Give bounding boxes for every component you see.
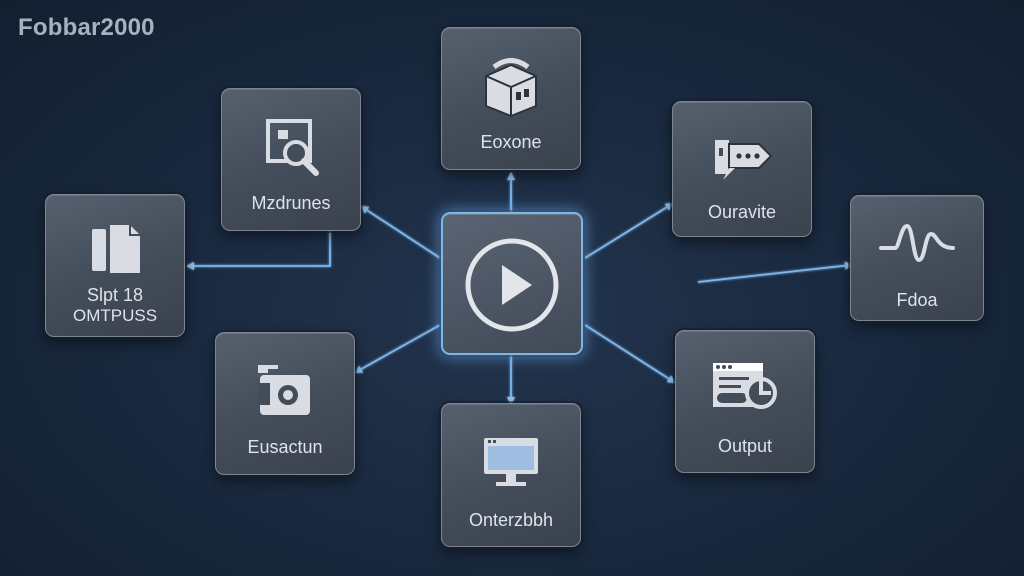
connector-center-chat: [584, 202, 674, 259]
node-slpt[interactable]: Slpt 18 OMTPUSS: [45, 194, 185, 337]
waveform-icon: [879, 224, 955, 262]
node-label: Eusactun: [247, 437, 323, 457]
node-label-line1: Slpt 18: [86, 285, 144, 305]
node-label: Ouravite: [707, 202, 777, 222]
documents-icon: [92, 225, 140, 273]
output-window-icon: [713, 363, 777, 409]
package-box-icon: [485, 58, 537, 118]
search-document-icon: [266, 119, 319, 176]
node-label: Fdoa: [896, 290, 938, 310]
node-label: Eoxone: [480, 132, 542, 152]
node-onterzbbh[interactable]: Onterzbbh: [441, 403, 581, 547]
node-label: Output: [717, 436, 773, 456]
play-button-icon: [465, 238, 559, 332]
connector-center-camera: [354, 324, 441, 373]
node-play-center[interactable]: [441, 212, 583, 355]
node-label-line2: OMTPUSS: [72, 306, 158, 325]
node-eusactun[interactable]: Eusactun: [215, 332, 355, 475]
chat-bubbles-icon: [715, 140, 773, 180]
node-mzdrunes[interactable]: Mzdrunes: [221, 88, 361, 231]
connector-center-search: [360, 205, 441, 259]
node-label: Mzdrunes: [251, 193, 331, 213]
app-title: Fobbar2000: [18, 14, 155, 41]
node-fdoa[interactable]: Fdoa: [850, 195, 984, 321]
node-output[interactable]: Output: [675, 330, 815, 473]
camera-icon: [258, 365, 310, 415]
monitor-icon: [484, 438, 538, 486]
connector-center-output: [584, 324, 676, 384]
connector-search-split: [186, 230, 331, 270]
node-label: Onterzbbh: [468, 510, 554, 530]
node-eoxone[interactable]: Eoxone: [441, 27, 581, 170]
connector-wave: [697, 261, 853, 283]
node-ouravite[interactable]: Ouravite: [672, 101, 812, 237]
